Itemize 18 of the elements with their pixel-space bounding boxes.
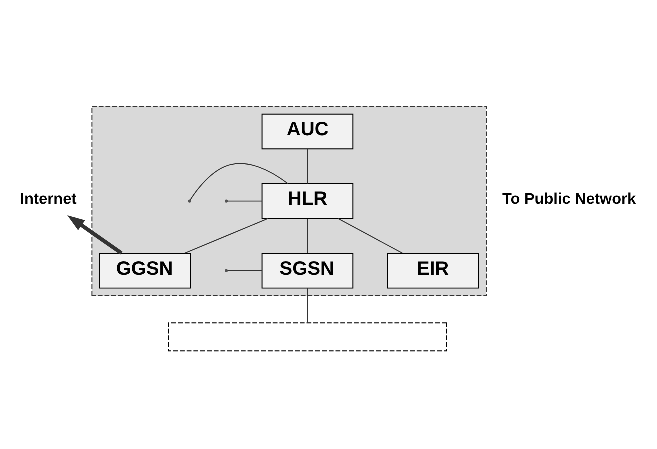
arrow (68, 214, 123, 254)
connector (338, 218, 403, 254)
connector (184, 218, 268, 254)
connector (307, 218, 308, 254)
label: To Public Network (502, 190, 636, 208)
node-text: Internet (20, 190, 77, 208)
node-box: EIR (387, 252, 480, 288)
node-box: HLR (262, 182, 354, 219)
node-box: SGSN (262, 252, 354, 288)
connector (190, 162, 289, 200)
connector (307, 148, 308, 184)
cluster (92, 106, 488, 296)
connector (227, 270, 263, 271)
node-box: GGSN (99, 252, 192, 288)
connector (227, 200, 263, 202)
node-box: AUC (262, 113, 354, 150)
node-box (168, 322, 448, 352)
connector (307, 287, 308, 323)
